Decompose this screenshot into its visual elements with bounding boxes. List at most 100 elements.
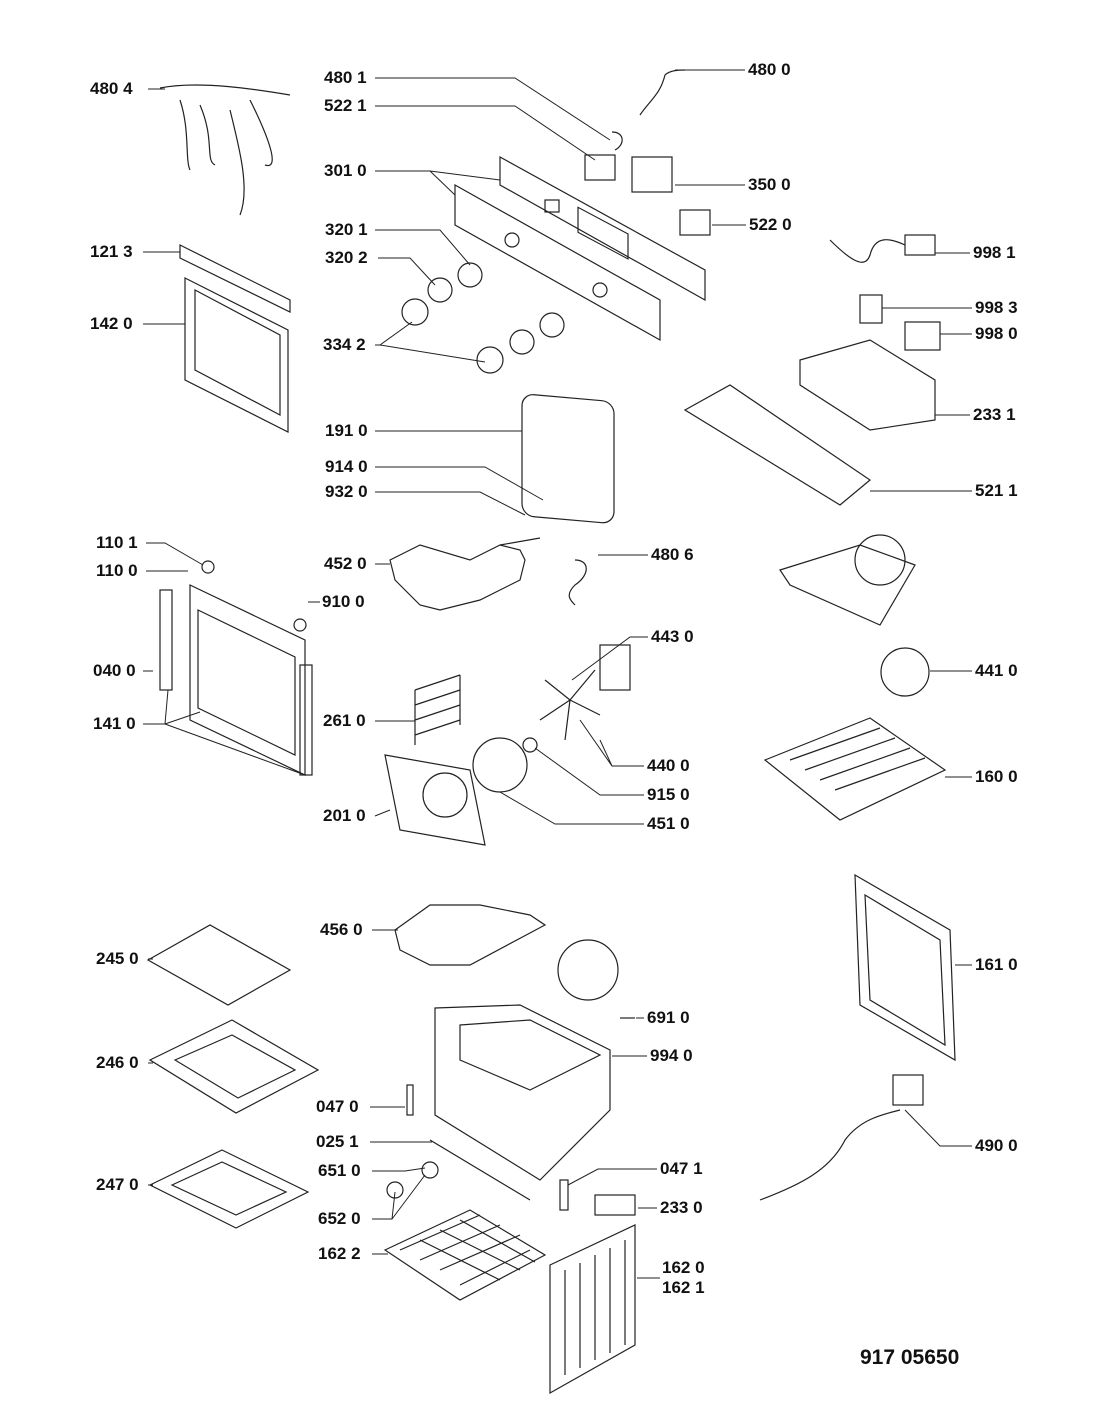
- part-label: 651 0: [318, 1161, 361, 1180]
- board-bracket: [799, 339, 936, 431]
- leader-line: [567, 1168, 657, 1186]
- part-label: 040 0: [93, 661, 136, 680]
- part-label: 301 0: [324, 161, 367, 180]
- part-label: 261 0: [323, 711, 366, 730]
- part-label: 521 1: [975, 481, 1018, 500]
- part-label: 522 1: [324, 96, 367, 115]
- part-label: 110 1: [96, 533, 138, 552]
- part-label: 480 1: [324, 68, 367, 87]
- top-heater: [389, 544, 526, 611]
- fan-plate: [557, 939, 619, 1001]
- fan-cover: [779, 544, 916, 626]
- baking-tray: [148, 1019, 320, 1114]
- control-panel-glass: [454, 183, 661, 342]
- oven-cavity: [434, 1004, 611, 1181]
- cavity-strip: [429, 1139, 531, 1201]
- part-label: 451 0: [647, 814, 690, 833]
- part-label: 334 2: [323, 335, 366, 354]
- part-label: 522 0: [749, 215, 792, 234]
- fan-motor-441: [880, 647, 930, 697]
- leader-line: [904, 1109, 972, 1147]
- part-label: 162 1: [662, 1278, 705, 1297]
- part-label: 480 6: [651, 545, 694, 564]
- wire-shelf: [146, 924, 292, 1006]
- selector-switch: [584, 154, 616, 181]
- parts-sketches: [146, 69, 956, 1395]
- control-board: [683, 384, 871, 506]
- control-panel-frame: [499, 155, 706, 302]
- selector-switch: [679, 209, 711, 236]
- leader-line: [499, 791, 644, 825]
- clock-module: [631, 156, 673, 193]
- part-label: 233 0: [660, 1198, 703, 1217]
- rear-fan-cover: [384, 754, 486, 846]
- part-label: 350 0: [748, 175, 791, 194]
- leader-line: [378, 257, 436, 286]
- part-label: 440 0: [647, 756, 690, 775]
- part-label: 191 0: [325, 421, 368, 440]
- leader-line: [534, 747, 644, 796]
- part-label: 915 0: [647, 785, 690, 804]
- part-label: 320 1: [325, 220, 368, 239]
- door-glass: [184, 277, 289, 433]
- part-label: 932 0: [325, 482, 368, 501]
- leader-line: [571, 636, 648, 681]
- inner-door: [189, 584, 306, 776]
- part-label: 110 0: [96, 561, 138, 580]
- fan-ring: [472, 737, 528, 793]
- part-label: 490 0: [975, 1136, 1018, 1155]
- part-label: 121 3: [90, 242, 133, 261]
- leader-line: [375, 77, 611, 141]
- power-cable: [829, 239, 906, 263]
- part-label: 456 0: [320, 920, 363, 939]
- back-panel: [854, 873, 956, 1062]
- part-label: 452 0: [324, 554, 367, 573]
- fan-motor: [599, 644, 631, 691]
- part-label: 910 0: [322, 592, 365, 611]
- wire-480-0: [639, 69, 686, 116]
- part-label: 245 0: [96, 949, 139, 968]
- part-label: 247 0: [96, 1175, 139, 1194]
- part-label: 162 2: [318, 1244, 361, 1263]
- leader-line: [372, 1167, 426, 1172]
- part-label: 441 0: [975, 661, 1018, 680]
- leader-line: [375, 321, 486, 363]
- part-label: 691 0: [647, 1008, 690, 1027]
- leader-line: [143, 689, 306, 776]
- diagram-code: 917 05650: [860, 1346, 960, 1369]
- leader-line: [375, 105, 596, 161]
- part-label: 914 0: [325, 457, 368, 476]
- part-label: 998 1: [973, 243, 1016, 262]
- part-label: 320 2: [325, 248, 368, 267]
- leader-line: [375, 466, 544, 501]
- side-rack: [549, 1224, 636, 1395]
- power-cord: [759, 1109, 901, 1201]
- leader-line: [375, 491, 526, 516]
- part-label: 141 0: [93, 714, 136, 733]
- fan-blade: [539, 669, 601, 741]
- part-label: 047 0: [316, 1097, 359, 1116]
- part-label: 652 0: [318, 1209, 361, 1228]
- wiring-harness: [159, 84, 291, 216]
- door-handle: [179, 244, 291, 313]
- part-label: 161 0: [975, 955, 1018, 974]
- leader-lines: [143, 69, 972, 1279]
- leader-line: [375, 170, 501, 196]
- part-label: 246 0: [96, 1053, 139, 1072]
- leader-line: [146, 542, 204, 566]
- shelf-support: [414, 674, 461, 745]
- grill-160: [763, 717, 947, 821]
- part-label: 443 0: [651, 627, 694, 646]
- part-label: 025 1: [316, 1132, 359, 1151]
- leader-line: [372, 1174, 426, 1220]
- oven-rack: [383, 1209, 547, 1301]
- part-label: 480 4: [90, 79, 133, 98]
- part-label: 142 0: [90, 314, 133, 333]
- part-label: 160 0: [975, 767, 1018, 786]
- leader-line: [579, 719, 644, 767]
- part-label: 233 1: [973, 405, 1016, 424]
- part-label: 998 3: [975, 298, 1018, 317]
- leader-line: [374, 809, 391, 817]
